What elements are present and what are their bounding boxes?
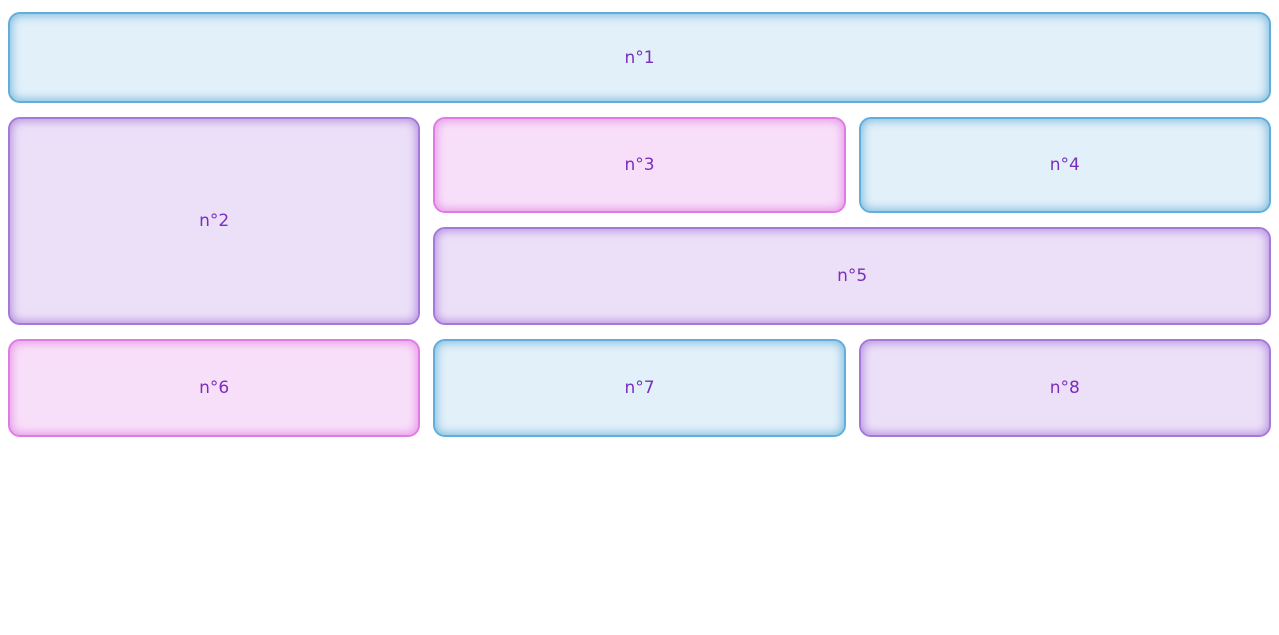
grid-item-8: n°8 [858, 339, 1271, 437]
grid-item-8-label: n°8 [1049, 378, 1080, 398]
grid-item-6: n°6 [8, 339, 421, 437]
grid-item-6-label: n°6 [199, 378, 230, 398]
grid-item-1-label: n°1 [624, 47, 655, 68]
grid-item-7-label: n°7 [624, 378, 655, 398]
grid-item-1: n°1 [8, 12, 1271, 103]
grid-item-4-label: n°4 [1049, 155, 1080, 175]
grid-item-4: n°4 [858, 117, 1271, 213]
grid-item-5: n°5 [433, 227, 1271, 325]
grid-item-2: n°2 [8, 117, 421, 325]
grid-item-7: n°7 [433, 339, 846, 437]
grid-item-2-label: n°2 [199, 211, 230, 231]
grid-item-3: n°3 [433, 117, 846, 213]
grid-item-3-label: n°3 [624, 155, 655, 175]
grid-item-5-label: n°5 [837, 266, 868, 286]
grid-container: n°1 n°2 n°3 n°4 n°5 n°6 n°7 n°8 [8, 12, 1271, 437]
